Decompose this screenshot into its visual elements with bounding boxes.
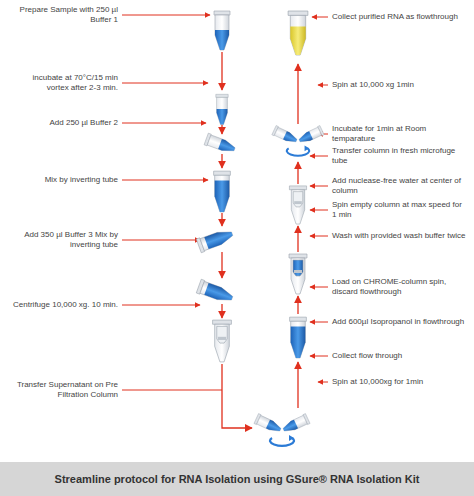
step-text: Add 250 µl Buffer 2 [12, 118, 118, 128]
step-text: Mix by inverting tube [12, 175, 118, 185]
step-text: incubate at 70°C/15 min vortex after 2-3… [12, 73, 118, 93]
step-text: Transfer Supernatant on Pre Filtration C… [12, 380, 118, 400]
step-text: Centrifuge 10,000 xg. 10 min. [12, 300, 118, 310]
step-text: Transfer column in fresh microfuge tube [332, 146, 468, 166]
step-text: Prepare Sample with 250 µl Buffer 1 [12, 5, 118, 25]
step-text: Spin at 10,000 xg 1min [332, 80, 468, 90]
step-text: Add nuclease-free water at center of col… [332, 176, 468, 196]
step-text: Incubate for 1min at Room temparature [332, 124, 468, 144]
step-text: Wash with provided wash buffer twice [332, 231, 468, 241]
step-text: Add 350 µl Buffer 3 Mix by inverting tub… [12, 230, 118, 250]
flow-arrows [222, 52, 298, 428]
caption-band [0, 462, 474, 496]
leader-arrows [122, 15, 328, 390]
caption-text: Streamline protocol for RNA Isolation us… [0, 472, 474, 486]
step-text: Add 600µl Isopropanol in flowthrough [332, 317, 468, 327]
step-text: Collect flow through [332, 351, 468, 361]
step-text: Load on CHROME-column spin, discard flow… [332, 277, 468, 297]
step-text: Collect purified RNA as flowthrough [332, 12, 468, 22]
step-text: Spin at 10,000xg for 1min [332, 377, 468, 387]
tube-figures [196, 11, 324, 446]
step-text: Spin empty column at max speed for 1 min [332, 200, 468, 220]
